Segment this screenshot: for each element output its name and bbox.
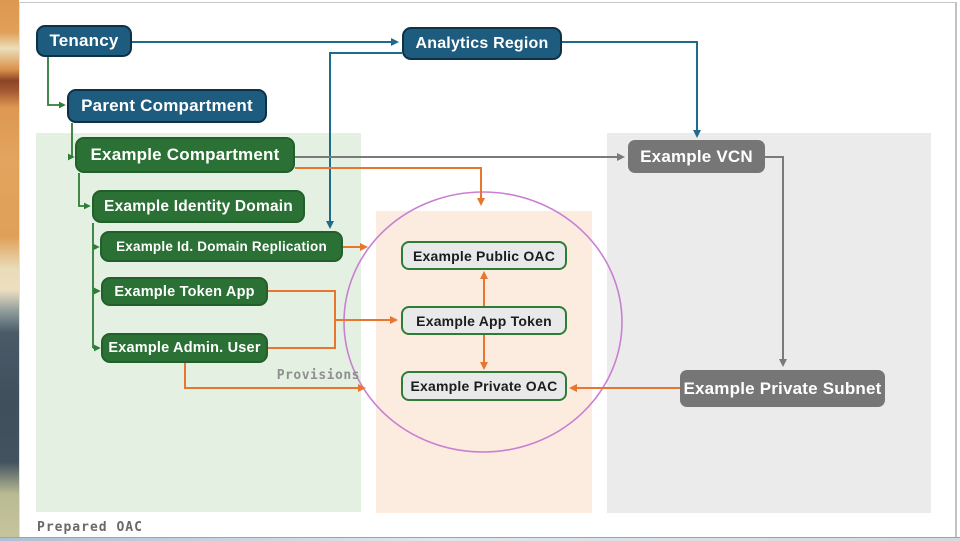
- node-example-identity-domain: Example Identity Domain: [92, 190, 305, 223]
- node-example-public-oac: Example Public OAC: [401, 241, 567, 270]
- node-analytics-region: Analytics Region: [402, 27, 562, 60]
- provisions-label: Provisions: [276, 368, 360, 383]
- node-example-private-oac: Example Private OAC: [401, 371, 567, 401]
- desktop-wallpaper-sliver: [0, 0, 19, 537]
- node-example-admin-user: Example Admin. User: [101, 333, 268, 363]
- node-example-app-token: Example App Token: [401, 306, 567, 335]
- region-vcn-background: [607, 133, 931, 513]
- node-tenancy: Tenancy: [36, 25, 132, 57]
- node-example-id-domain-replication: Example Id. Domain Replication: [100, 231, 343, 262]
- window-bottom-edge: [0, 537, 960, 541]
- node-example-token-app: Example Token App: [101, 277, 268, 306]
- node-example-vcn: Example VCN: [628, 140, 765, 173]
- node-parent-compartment: Parent Compartment: [67, 89, 267, 123]
- node-example-private-subnet: Example Private Subnet: [680, 370, 885, 407]
- prepared-oac-label: Prepared OAC: [37, 520, 143, 535]
- node-example-compartment: Example Compartment: [75, 137, 295, 173]
